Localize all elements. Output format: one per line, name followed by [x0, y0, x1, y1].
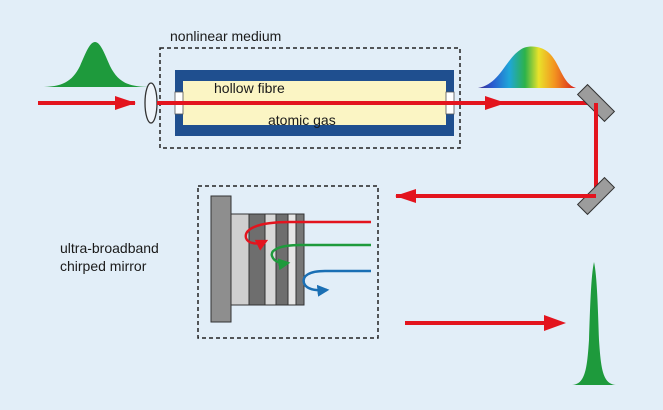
blue-component-path [302, 269, 371, 297]
mirror-layer [287, 213, 297, 306]
green-component-path [270, 243, 371, 271]
fibre-wall-bottom [175, 125, 454, 136]
nonlinear-medium-box [159, 47, 461, 149]
hollow-fibre-label: hollow fibre [214, 80, 285, 96]
rainbow-spectrum-icon [478, 46, 576, 88]
chirped-mirror-label-line2: chirped mirror [60, 258, 147, 274]
mirror-layer [275, 213, 289, 306]
fibre-wall-top [175, 70, 454, 81]
red-component-path [244, 220, 371, 251]
compressed-pulse-icon [572, 262, 616, 385]
chirped-mirror-label-line1: ultra-broadband [60, 240, 159, 256]
mirror-substrate [210, 195, 232, 323]
output-beam-arrowhead [544, 315, 566, 331]
mirror-layer [295, 213, 305, 306]
nonlinear-medium-label: nonlinear medium [170, 28, 282, 44]
gaussian-pulse-icon [40, 42, 150, 87]
return-beam-arrowhead [395, 189, 416, 203]
atomic-gas-label: atomic gas [268, 112, 336, 128]
chirped-mirror-box [197, 185, 379, 339]
mirror-layer [230, 213, 250, 306]
input-beam-arrowhead [115, 96, 136, 110]
fibre-beam-arrowhead [485, 96, 506, 110]
lens-icon [144, 82, 158, 124]
